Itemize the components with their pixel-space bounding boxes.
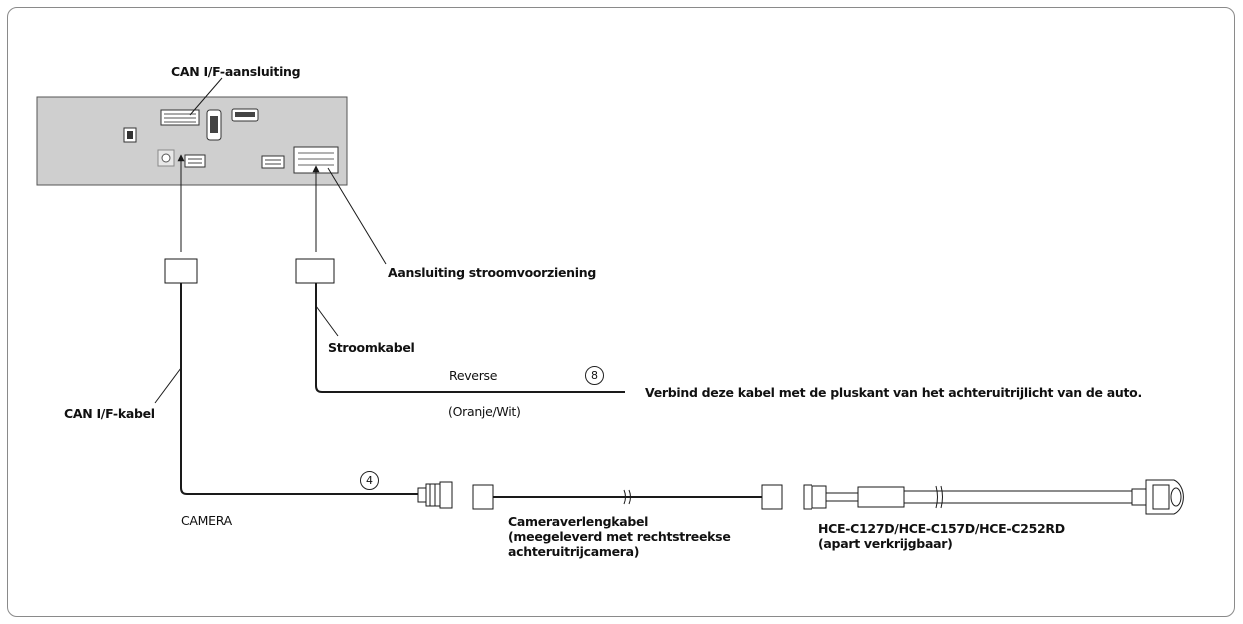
can-if-cable-leader: [154, 367, 182, 404]
camera-rca-plug-icon: [417, 481, 453, 509]
ground-port-icon: [123, 127, 137, 143]
reverse-number-badge: 8: [585, 366, 604, 385]
mic-port-icon: [261, 155, 285, 169]
diagram-frame: [7, 7, 1235, 617]
extension-cable: [472, 484, 783, 510]
extension-cable-label-line1: Cameraverlengkabel: [508, 514, 649, 529]
can-if-leader-line: [189, 77, 223, 116]
reverse-label: Reverse: [449, 368, 498, 383]
camera-assembly: [803, 479, 1184, 515]
power-connector-box: [295, 258, 335, 284]
can-if-connector-box: [164, 258, 198, 284]
can-if-port-icon: [160, 109, 200, 126]
aux-port-icon: [184, 154, 206, 168]
camera-model-label-line2: (apart verkrijgbaar): [818, 536, 953, 551]
hdmi-port-icon: [231, 108, 259, 122]
power-cable-line: [315, 283, 625, 393]
usb-port-icon: [206, 109, 222, 141]
reverse-instruction-text: Verbind deze kabel met de pluskant van h…: [645, 385, 1142, 400]
extension-cable-label-line2: (meegeleverd met rechtstreekse: [508, 529, 731, 544]
can-if-connection-label: CAN I/F-aansluiting: [171, 64, 301, 79]
head-unit: [36, 96, 348, 186]
camera-number-badge: 4: [360, 471, 379, 490]
power-cable-label: Stroomkabel: [328, 340, 415, 355]
can-if-cable-line: [180, 283, 418, 495]
antenna-port-icon: [157, 149, 175, 167]
power-connection-label: Aansluiting stroomvoorziening: [388, 265, 597, 280]
extension-cable-label-line3: achteruitrijcamera): [508, 544, 640, 559]
can-if-cable-label: CAN I/F-kabel: [64, 406, 155, 421]
camera-label: CAMERA: [181, 513, 232, 528]
power-leader-line: [327, 167, 387, 265]
reverse-color-label: (Oranje/Wit): [448, 404, 521, 419]
camera-model-label-line1: HCE-C127D/HCE-C157D/HCE-C252RD: [818, 521, 1065, 536]
power-cable-leader: [315, 305, 339, 337]
